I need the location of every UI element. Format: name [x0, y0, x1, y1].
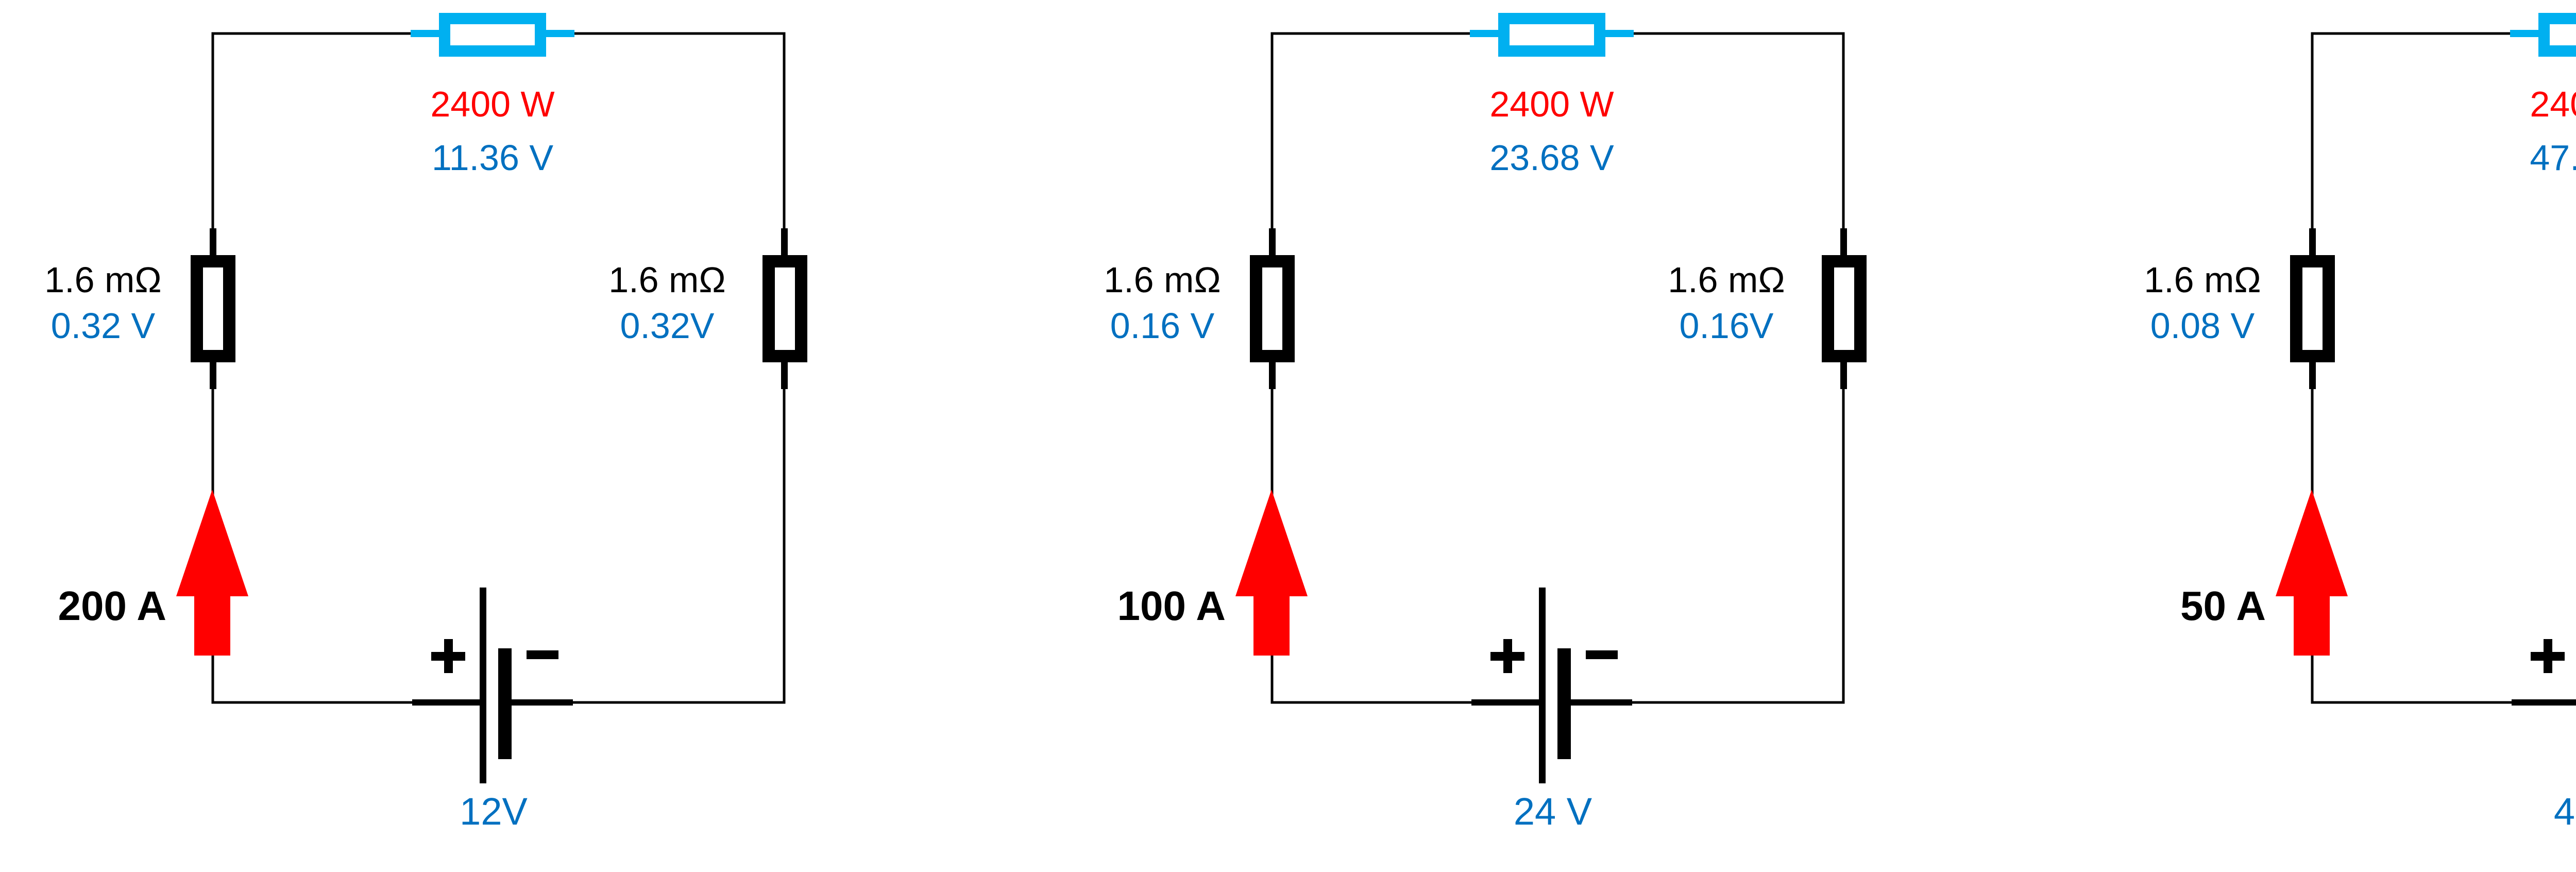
- current-label: 50 A: [2180, 583, 2266, 629]
- left-resistor-voltage-label: 0.16 V: [1110, 306, 1215, 346]
- right-resistor-resistance-label: 1.6 mΩ: [1668, 260, 1785, 300]
- load-power-label: 2400 W: [430, 84, 555, 124]
- left-resistor-resistance-label: 1.6 mΩ: [1104, 260, 1221, 300]
- battery-icon: [2512, 639, 2576, 706]
- battery-icon: [412, 588, 573, 783]
- load-resistor-icon: [2510, 13, 2576, 57]
- battery-positive-plate: [1539, 588, 1546, 783]
- battery-voltage-label: 24 V: [1513, 790, 1592, 833]
- battery-plate-gap: [1546, 693, 1557, 714]
- circuit-panel-3: 2400 W 47.84 V 1.6 mΩ 0.08 V 1.6 mΩ 0.08…: [2099, 0, 2576, 872]
- battery-plus-icon: [2531, 639, 2565, 673]
- current-arrow-icon: [1235, 490, 1308, 656]
- load-power-label: 2400 W: [1489, 84, 1614, 124]
- circuit-schematic: [176, 13, 807, 783]
- current-label: 100 A: [1117, 583, 1226, 629]
- left-resistor-resistance-label: 1.6 mΩ: [2144, 260, 2261, 300]
- load-power-label: 2400 W: [2530, 84, 2576, 124]
- circuit-schematic: [1235, 13, 1867, 783]
- resistor-left-icon: [1250, 228, 1295, 389]
- load-lead-left: [411, 30, 445, 37]
- current-label: 200 A: [58, 583, 166, 629]
- battery-voltage-label: 48 V: [2553, 790, 2576, 833]
- battery-plus-icon: [431, 639, 465, 673]
- battery-lead-left: [1471, 699, 1540, 706]
- current-arrow-icon: [2276, 490, 2348, 656]
- battery-lead-left: [2512, 699, 2576, 706]
- resistor-right-icon: [762, 228, 807, 389]
- battery-voltage-label: 12V: [460, 790, 528, 833]
- load-voltage-label: 11.36 V: [431, 138, 554, 178]
- battery-minus-icon: [527, 650, 558, 659]
- circuit-schematic: [2276, 13, 2576, 706]
- wire-loop: [211, 32, 786, 704]
- resistor-left-icon: [191, 228, 235, 389]
- resistor-left-icon: [2290, 228, 2335, 389]
- load-resistor-icon: [411, 13, 574, 57]
- battery-icon: [1471, 588, 1632, 783]
- load-lead-left: [2510, 30, 2544, 37]
- load-resistor-icon: [1470, 13, 1634, 57]
- battery-lead-left: [412, 699, 481, 706]
- right-resistor-resistance-label: 1.6 mΩ: [608, 260, 726, 300]
- left-resistor-voltage-label: 0.32 V: [50, 306, 156, 346]
- battery-plate-gap: [486, 693, 498, 714]
- resistor-right-icon: [1822, 228, 1867, 389]
- load-body: [2538, 13, 2576, 57]
- circuit-panel-2: 2400 W 23.68 V 1.6 mΩ 0.16 V 1.6 mΩ 0.16…: [1059, 0, 1935, 872]
- right-resistor-voltage-label: 0.16V: [1679, 306, 1774, 346]
- load-lead-right: [540, 30, 574, 37]
- battery-lead-right: [1570, 699, 1632, 706]
- battery-negative-plate: [498, 648, 512, 759]
- wire-loop: [1270, 32, 1845, 704]
- load-body: [439, 13, 546, 57]
- load-voltage-label: 47.84 V: [2530, 138, 2576, 178]
- load-lead-right: [1600, 30, 1634, 37]
- circuit-panel-1: 2400 W 11.36 V 1.6 mΩ 0.32 V 1.6 mΩ 0.32…: [0, 0, 876, 872]
- battery-lead-right: [511, 699, 573, 706]
- current-arrow-icon: [176, 490, 248, 656]
- load-voltage-label: 23.68 V: [1489, 138, 1614, 178]
- load-body: [1498, 13, 1605, 57]
- wire-loop: [2311, 32, 2576, 704]
- left-resistor-resistance-label: 1.6 mΩ: [44, 260, 162, 300]
- battery-minus-icon: [1586, 650, 1618, 659]
- battery-plus-icon: [1490, 639, 1524, 673]
- left-resistor-voltage-label: 0.08 V: [2150, 306, 2255, 346]
- right-resistor-voltage-label: 0.32V: [620, 306, 715, 346]
- battery-negative-plate: [1557, 648, 1571, 759]
- battery-positive-plate: [480, 588, 486, 783]
- load-lead-left: [1470, 30, 1504, 37]
